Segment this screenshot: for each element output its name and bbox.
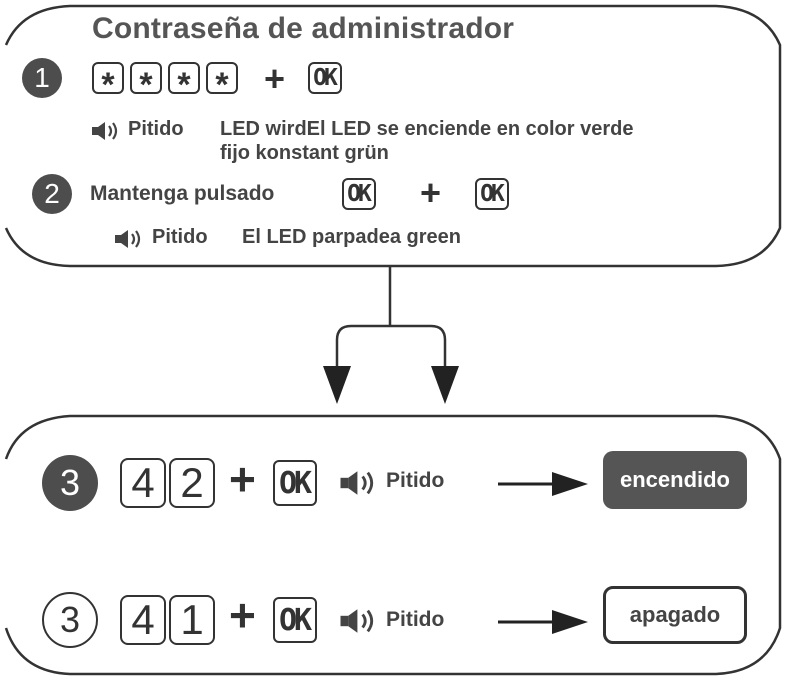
bottom-panel-outline	[4, 414, 782, 676]
beep-label: Pitido	[386, 469, 445, 492]
step1-result-line2: fijo konstant grün	[220, 142, 389, 164]
key-star: *	[206, 62, 238, 102]
speaker-icon	[92, 122, 118, 140]
plus-sign: +	[420, 172, 442, 213]
top-panel-outline	[4, 4, 782, 268]
key-digit: 4	[120, 458, 166, 508]
beep-label: Pitido	[128, 118, 184, 140]
arrow-right-head	[552, 472, 588, 496]
arrow-down-right	[431, 366, 459, 404]
key-star: *	[92, 62, 124, 102]
key-ok: OK	[273, 597, 317, 643]
page-title: Contraseña de administrador	[92, 12, 515, 45]
status-on-badge: encendido	[603, 451, 747, 509]
beep-label: Pitido	[152, 226, 208, 248]
beep-label: Pitido	[386, 608, 445, 631]
step2-result: El LED parpadea green	[242, 226, 461, 248]
step-number-3: 3	[42, 592, 98, 648]
hold-label: Mantenga pulsado	[90, 182, 275, 205]
speaker-icon	[340, 471, 374, 495]
arrow-down-left	[323, 366, 351, 404]
speaker-icon	[340, 609, 374, 633]
key-ok: OK	[308, 62, 342, 94]
plus-sign: +	[264, 58, 286, 99]
speaker-icon	[115, 230, 141, 248]
step-number-1: 1	[22, 58, 62, 98]
plus-sign: +	[229, 453, 256, 505]
step-number-3: 3	[42, 455, 98, 511]
key-ok: OK	[273, 460, 317, 506]
key-digit: 2	[169, 458, 215, 508]
key-digit: 1	[169, 595, 215, 645]
step1-result-line1: LED wirdEl LED se enciende en color verd…	[220, 118, 634, 140]
plus-sign: +	[229, 589, 256, 641]
step-number-2: 2	[32, 174, 72, 214]
key-ok: OK	[342, 178, 376, 210]
connector-split	[335, 324, 447, 372]
key-star: *	[168, 62, 200, 102]
status-off-badge: apagado	[603, 586, 747, 644]
key-ok: OK	[475, 178, 509, 210]
key-star: *	[130, 62, 162, 102]
key-digit: 4	[120, 595, 166, 645]
arrow-right-head	[552, 610, 588, 634]
